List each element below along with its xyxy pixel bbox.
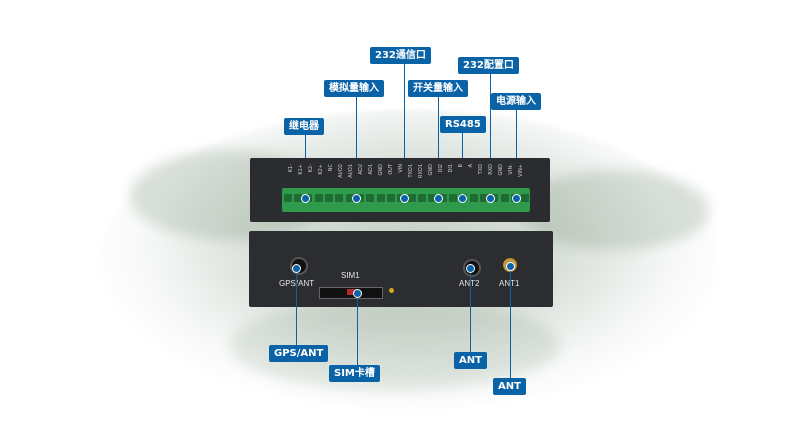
pin-label: K1-: [288, 164, 294, 173]
terminal-screw: [376, 194, 385, 202]
label-relay: 继电器: [284, 118, 324, 135]
pin-label: RXD: [488, 164, 494, 175]
terminal-screw: [479, 194, 488, 202]
pin-label: DI2: [438, 164, 444, 173]
leader-sim: [357, 293, 358, 365]
terminal-screw: [521, 194, 530, 202]
ant1-port-label: ANT1: [499, 279, 519, 288]
device-front-panel: GPS/ANT SIM1 ANT2 ANT1: [249, 231, 553, 307]
marker-sim: [353, 289, 362, 298]
marker-rs485: [458, 194, 467, 203]
leader-power: [516, 110, 517, 197]
ant2-port-label: ANT2: [459, 279, 479, 288]
leader-gps: [296, 268, 297, 346]
pin-label: VIN: [398, 164, 404, 173]
marker-switch: [434, 194, 443, 203]
pin-label: GND: [378, 164, 384, 176]
label-232-comm: 232通信口: [370, 47, 431, 64]
terminal-screw: [366, 194, 375, 202]
terminal-screw: [324, 194, 333, 202]
sim-port-label: SIM1: [341, 271, 360, 280]
label-232-config: 232配置口: [458, 57, 519, 74]
marker-analog: [352, 194, 361, 203]
leader-analog: [356, 97, 357, 197]
pin-label: NC: [328, 164, 334, 172]
pin-label: A: [468, 164, 474, 168]
pin-label: AD2: [358, 164, 364, 175]
terminal-screw: [417, 194, 426, 202]
pin-label-row: K1- K1+ K2- K2+ NC AI/O2 AI/O1 AD2 AD1 GND OUT VIN T…: [286, 164, 526, 186]
marker-232-config: [486, 194, 495, 203]
pin-label: RXD1: [418, 164, 424, 178]
pin-label: VIN-: [508, 164, 514, 175]
marker-relay: [301, 194, 310, 203]
label-ant-2: ANT: [454, 352, 487, 369]
label-switch-input: 开关量输入: [408, 80, 468, 97]
terminal-screw: [469, 194, 478, 202]
terminal-screw: [314, 194, 323, 202]
leader-232-config: [490, 74, 491, 197]
pin-label: AI/O1: [348, 164, 354, 178]
pin-label: K2-: [308, 164, 314, 173]
terminal-screw: [283, 194, 292, 202]
label-ant-1: ANT: [493, 378, 526, 395]
pin-label: K1+: [298, 164, 304, 175]
terminal-block: [282, 188, 530, 212]
pin-label: TXD1: [408, 164, 414, 178]
leader-ant2: [470, 268, 471, 352]
terminal-screw: [407, 194, 416, 202]
sim-slot: [319, 287, 383, 299]
pin-label: GND: [428, 164, 434, 176]
pin-label: OUT: [388, 164, 394, 175]
pin-label: GND: [498, 164, 504, 176]
terminal-screw: [448, 194, 457, 202]
device-top-panel: K1- K1+ K2- K2+ NC AI/O2 AI/O1 AD2 AD1 GND OUT VIN T…: [250, 158, 550, 222]
label-sim-slot: SIM卡槽: [329, 365, 380, 382]
pin-label: DI1: [448, 164, 454, 173]
marker-232-comm: [400, 194, 409, 203]
label-power-input: 电源输入: [491, 93, 541, 110]
label-gps-ant: GPS/ANT: [269, 345, 329, 362]
leader-232-comm: [404, 64, 405, 197]
marker-power: [512, 194, 521, 203]
marker-gps: [292, 264, 301, 273]
pin-label: B: [458, 164, 464, 168]
pin-label: VIN+: [518, 164, 524, 177]
terminal-screw: [335, 194, 344, 202]
leader-switch: [438, 97, 439, 197]
sim-eject-tab: [347, 289, 357, 295]
terminal-screw: [500, 194, 509, 202]
terminal-screw: [293, 194, 302, 202]
label-analog-input: 模拟量输入: [324, 80, 384, 97]
status-led: [389, 288, 394, 293]
pin-label: AI/O2: [338, 164, 344, 178]
terminal-screw: [345, 194, 354, 202]
marker-ant2: [466, 264, 475, 273]
pin-label: TXD: [478, 164, 484, 175]
pin-label: AD1: [368, 164, 374, 175]
terminal-screw: [386, 194, 395, 202]
terminal-screw: [428, 194, 437, 202]
label-rs485: RS485: [440, 116, 486, 133]
pin-label: K2+: [318, 164, 324, 175]
leader-ant1: [510, 266, 511, 378]
marker-ant1: [506, 262, 515, 271]
